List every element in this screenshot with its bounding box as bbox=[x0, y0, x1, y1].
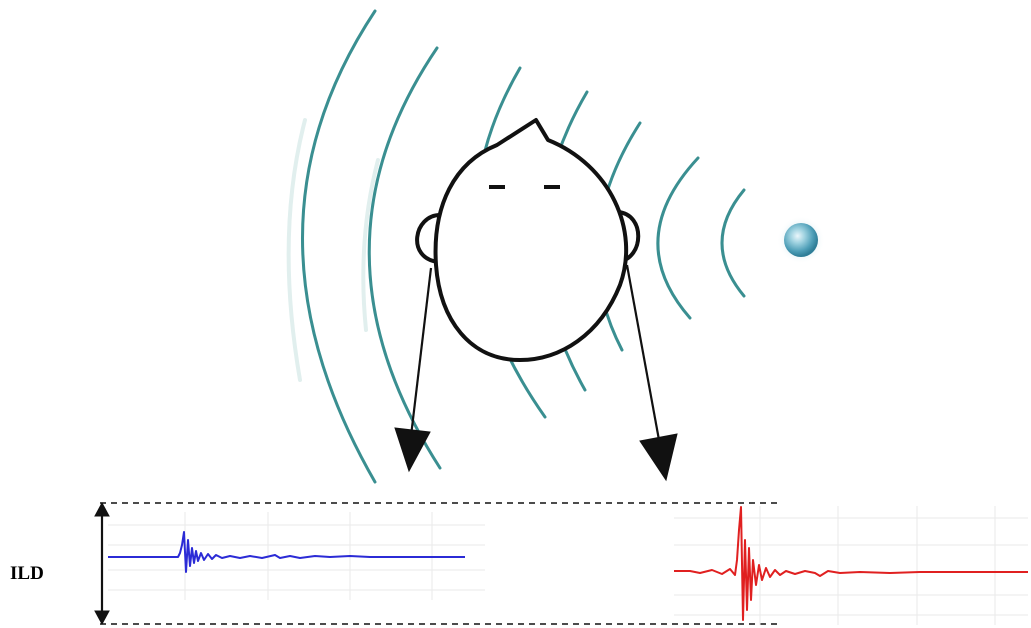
ild-label: ILD bbox=[10, 563, 44, 584]
left-ear-arrow-head bbox=[394, 427, 431, 473]
ear-arrows bbox=[394, 264, 678, 482]
sound-wave-arc bbox=[367, 46, 442, 470]
right-ear-waveform bbox=[674, 506, 1028, 621]
head-outline bbox=[433, 118, 629, 362]
sound-wave-faded bbox=[361, 158, 380, 332]
right-ear-arrow-head bbox=[639, 433, 678, 482]
head-icon bbox=[415, 118, 641, 362]
right-ear-arrow-line bbox=[625, 264, 661, 441]
sound-wave-arc bbox=[720, 188, 746, 298]
sound-wave-arc bbox=[656, 156, 700, 320]
right-signal-grid bbox=[674, 506, 1028, 625]
left-signal-grid bbox=[108, 512, 485, 600]
left-ear-arrow-line bbox=[409, 267, 433, 437]
ild-reference-lines bbox=[100, 502, 780, 625]
left-ear-waveform bbox=[108, 531, 465, 573]
right-ear-signal-panel bbox=[674, 506, 1028, 625]
sound-wave-faded bbox=[286, 118, 307, 382]
sound-source-icon bbox=[777, 216, 825, 264]
double-arrow-icon bbox=[94, 501, 110, 626]
sound-wave-arc bbox=[301, 9, 377, 484]
left-ear-signal-panel bbox=[108, 512, 485, 600]
